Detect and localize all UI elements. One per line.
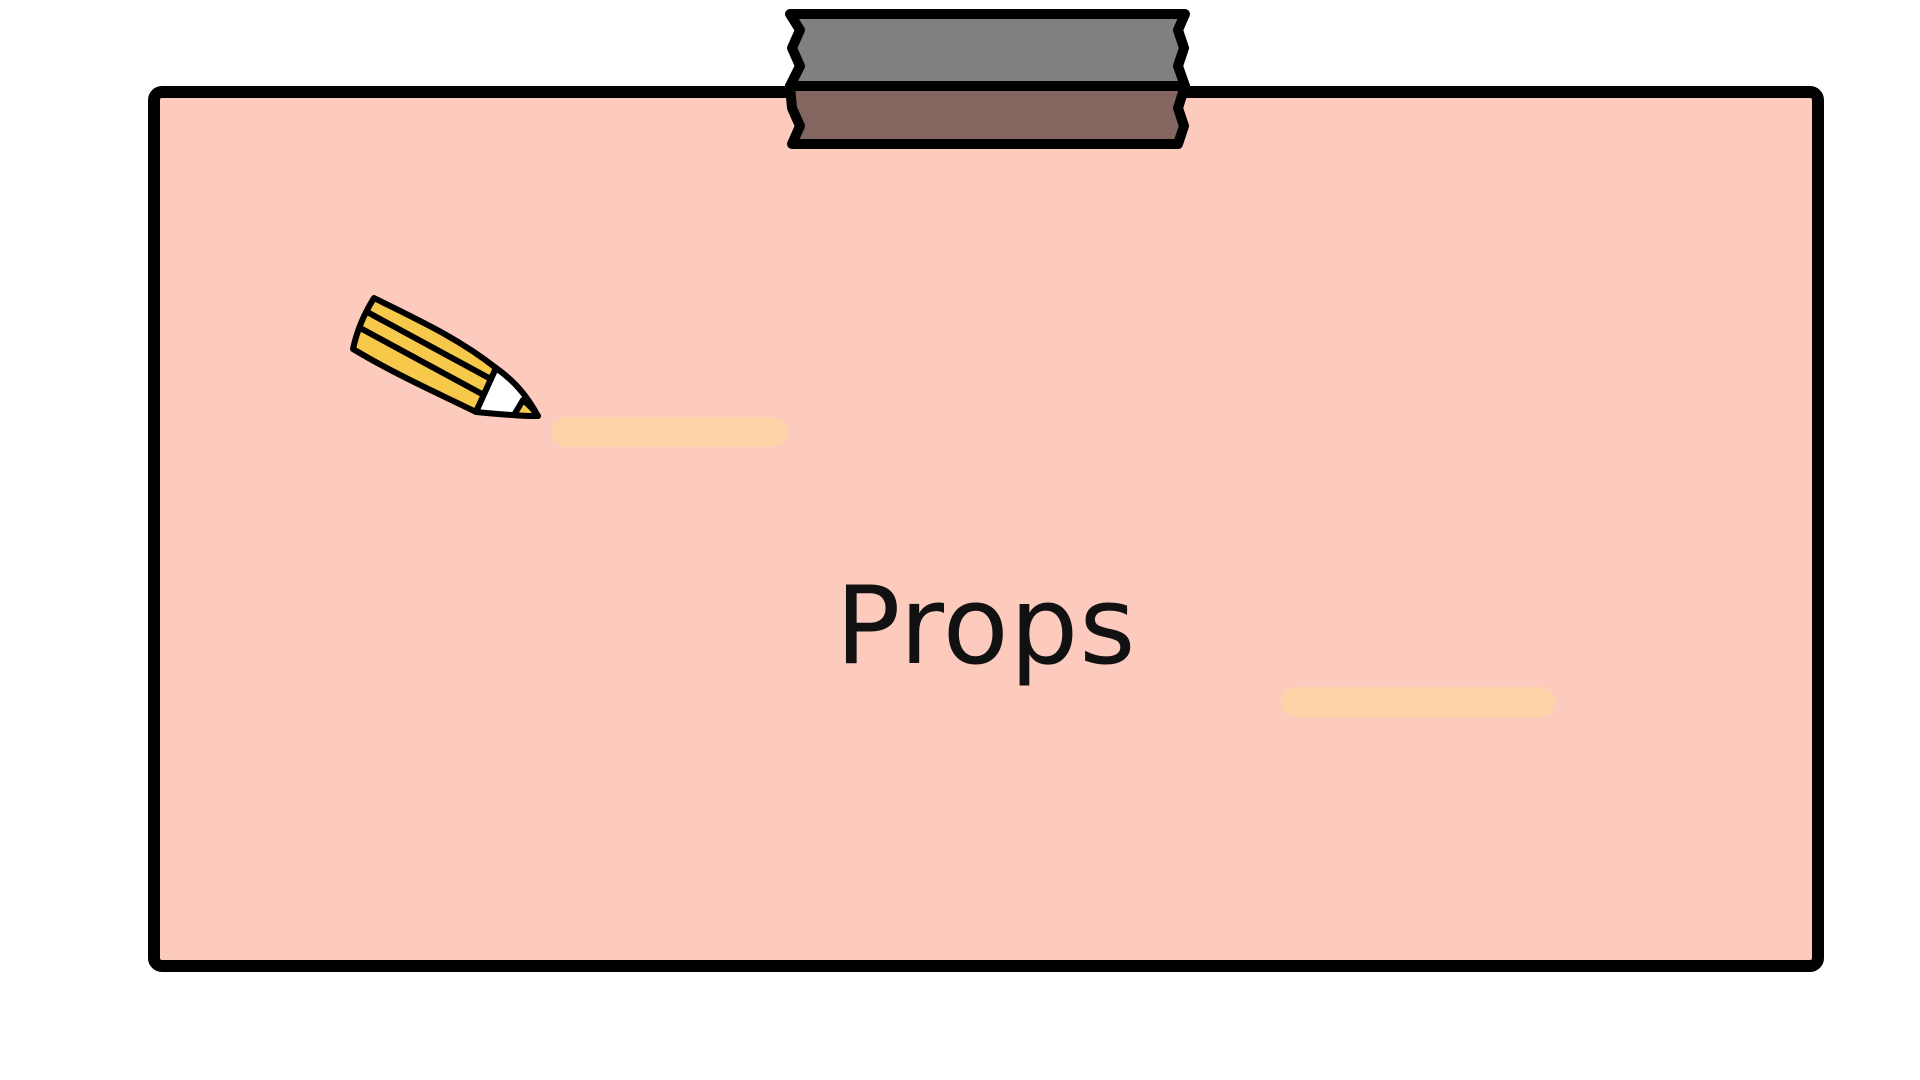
highlight-stroke-left (552, 417, 788, 447)
masking-tape-icon (785, 9, 1190, 149)
highlight-stroke-right (1281, 687, 1555, 717)
slide-title: Props (835, 564, 1137, 689)
pencil-icon (350, 295, 541, 419)
slide-card: Props (148, 86, 1824, 972)
